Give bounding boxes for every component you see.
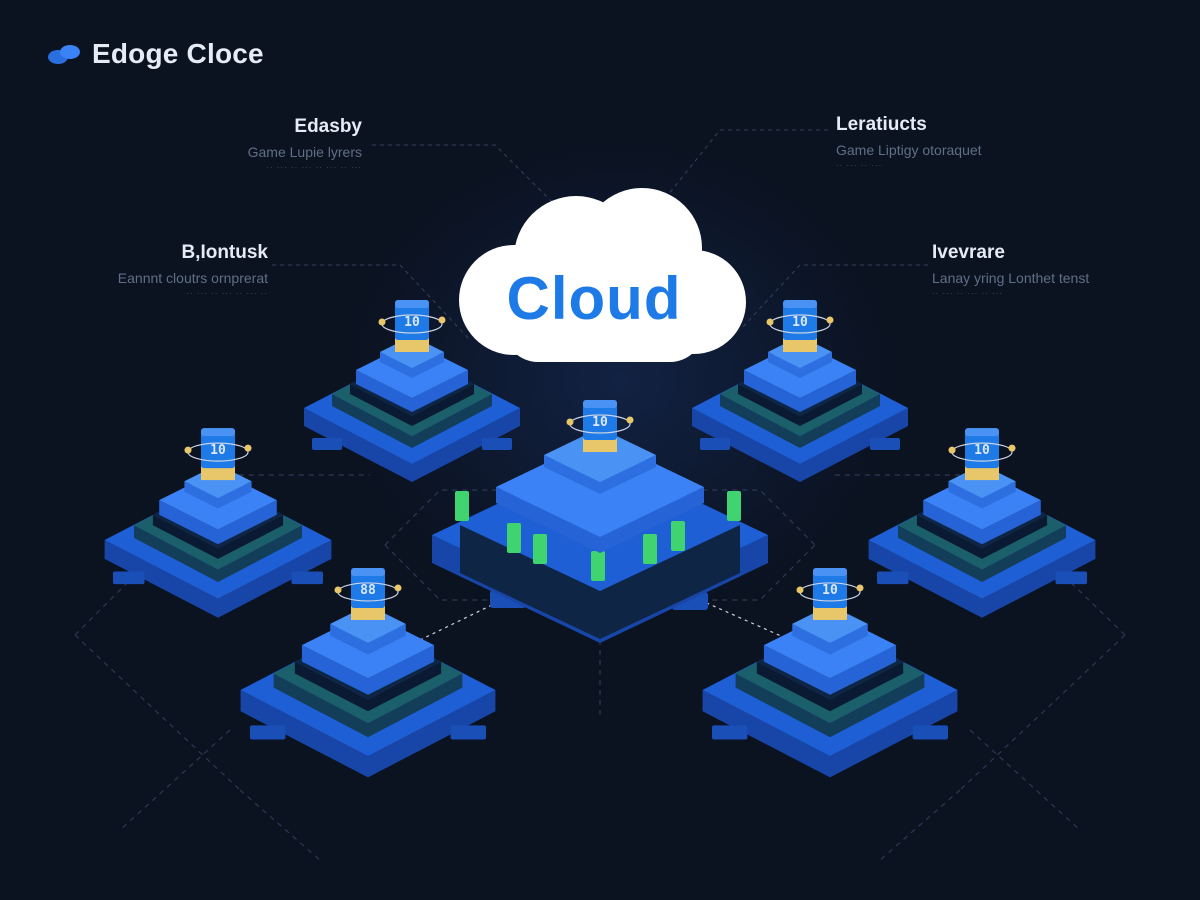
node-foot [877, 571, 909, 585]
label-fine-print: ·· ··· ·· ··· ·· ··· ·· ··· [266, 163, 362, 172]
cloud-icon [459, 188, 746, 362]
chip-label: 10 [210, 443, 226, 458]
edge-node-bottom-left: 88 [240, 567, 496, 778]
label-fine-print: ·· ··· ·· ··· [836, 161, 883, 170]
orbit-dot [856, 584, 864, 592]
orbit-dot [334, 586, 342, 594]
label-leader-lines [272, 129, 928, 341]
cloud-label: Cloud [506, 265, 682, 332]
node-foot [250, 725, 286, 740]
status-led [533, 534, 547, 564]
chip-top [965, 428, 999, 437]
chip-label: 88 [360, 583, 376, 598]
cloud-logo-icon [48, 45, 80, 64]
label-top-right: Leratiucts Game Liptigy otoraquet ·· ···… [836, 114, 1026, 170]
label-mid-left: B,Iontusk Eannnt cloutrs ornprerat ·· ··… [80, 242, 268, 298]
chip-base [395, 338, 429, 352]
label-fine-print: ·· ··· ·· ··· ·· ··· [932, 289, 1004, 298]
node-foot [482, 438, 512, 450]
orbit-dot [566, 418, 574, 426]
server-chip [965, 428, 999, 469]
brand: Edoge Cloce [46, 38, 264, 70]
status-led [507, 523, 521, 553]
server-chip [201, 428, 235, 469]
orbit-dot [826, 316, 834, 324]
node-foot [712, 725, 748, 740]
status-led [591, 551, 605, 581]
edge-node-bottom-right: 10 [702, 567, 958, 778]
chip-label: 10 [792, 315, 808, 330]
server-chip [813, 567, 847, 608]
orbit-dot [766, 318, 774, 326]
chip-top [583, 400, 617, 408]
chip-label: 10 [592, 415, 608, 430]
label-title: Ivevrare [932, 242, 1005, 263]
status-led [643, 534, 657, 564]
label-subtitle: Game Lupie lyrers [247, 144, 362, 160]
chip-top [351, 567, 385, 576]
orbit-dot [394, 584, 402, 592]
chip-top [201, 428, 235, 437]
chip-base [813, 605, 847, 620]
chip-base [583, 438, 617, 452]
orbit-dot [948, 446, 956, 454]
node-foot [912, 725, 948, 740]
orbit-dot [244, 444, 252, 452]
label-subtitle: Eannnt cloutrs ornprerat [117, 270, 268, 286]
node-foot [870, 438, 900, 450]
server-chip [351, 567, 385, 608]
orbit-dot [378, 318, 386, 326]
orbit-dot [626, 416, 634, 424]
chip-base [351, 605, 385, 620]
node-foot [291, 571, 323, 585]
node-foot [312, 438, 342, 450]
label-subtitle: Game Liptigy otoraquet [836, 142, 982, 158]
label-mid-right: Ivevrare Lanay yring Lonthet tenst ·· ··… [932, 242, 1132, 298]
edge-node-top-right: 10 [692, 300, 908, 482]
chip-label: 10 [404, 315, 420, 330]
status-led [671, 521, 685, 551]
chip-label: 10 [974, 443, 990, 458]
node-foot [113, 571, 145, 585]
chip-base [783, 338, 817, 352]
label-fine-print: ·· ··· ·· ··· ·· ··· ·· [186, 289, 268, 298]
status-led [727, 491, 741, 521]
node-foot [1055, 571, 1087, 585]
node-foot [700, 438, 730, 450]
label-title: Edasby [294, 116, 362, 137]
chip-top [783, 300, 817, 308]
status-led [455, 491, 469, 521]
label-title: B,Iontusk [181, 242, 268, 263]
label-title: Leratiucts [836, 114, 927, 135]
node-foot [450, 725, 486, 740]
edge-node-mid-right: 10 [868, 428, 1096, 618]
label-top-left: Edasby Game Lupie lyrers ·· ··· ·· ··· ·… [190, 116, 362, 172]
edge-node-top-left: 10 [304, 300, 520, 482]
chip-base [201, 466, 235, 481]
orbit-dot [1008, 444, 1016, 452]
dashed-grid-lines [74, 474, 1126, 861]
brand-title: Edoge Cloce [92, 38, 264, 69]
chip-base [965, 466, 999, 481]
orbit-dot [796, 586, 804, 594]
data-flow-links [419, 599, 791, 641]
edge-node-mid-left: 10 [104, 428, 332, 618]
server-chip [395, 300, 429, 340]
server-chip [583, 400, 617, 440]
label-subtitle: Lanay yring Lonthet tenst [932, 270, 1090, 286]
orbit-dot [184, 446, 192, 454]
chip-top [813, 567, 847, 576]
server-chip [783, 300, 817, 340]
chip-label: 10 [822, 583, 838, 598]
cloud-node: Cloud [444, 180, 754, 366]
chip-top [395, 300, 429, 308]
central-hub: 10 [432, 400, 768, 643]
orbit-dot [438, 316, 446, 324]
